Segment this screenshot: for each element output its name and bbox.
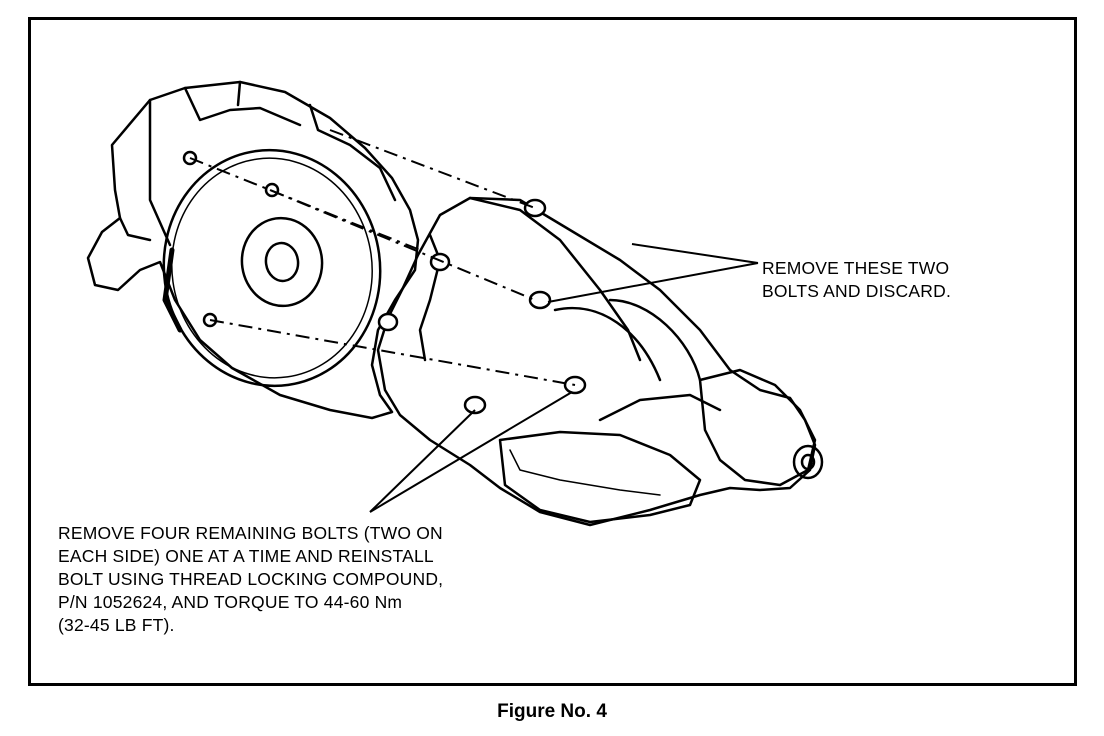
callout-remove-discard: REMOVE THESE TWO BOLTS AND DISCARD.	[762, 258, 952, 301]
figure-frame	[28, 17, 1077, 686]
oil-pan	[498, 430, 702, 524]
callout-remove-reinstall: REMOVE FOUR REMAINING BOLTS (TWO ON EACH…	[58, 523, 444, 635]
transmission-case	[376, 196, 817, 527]
flexplate	[162, 148, 382, 388]
leader-line-2	[631, 243, 759, 264]
leader-line-1	[547, 262, 759, 303]
bolt-lower-left	[463, 395, 487, 415]
bolt-upper-mid	[528, 290, 552, 310]
bolt-top	[523, 198, 547, 218]
leader-line-3	[369, 409, 476, 513]
bell-housing	[86, 80, 420, 420]
figure-caption: Figure No. 4	[497, 701, 607, 722]
leader-line-4	[369, 391, 573, 513]
